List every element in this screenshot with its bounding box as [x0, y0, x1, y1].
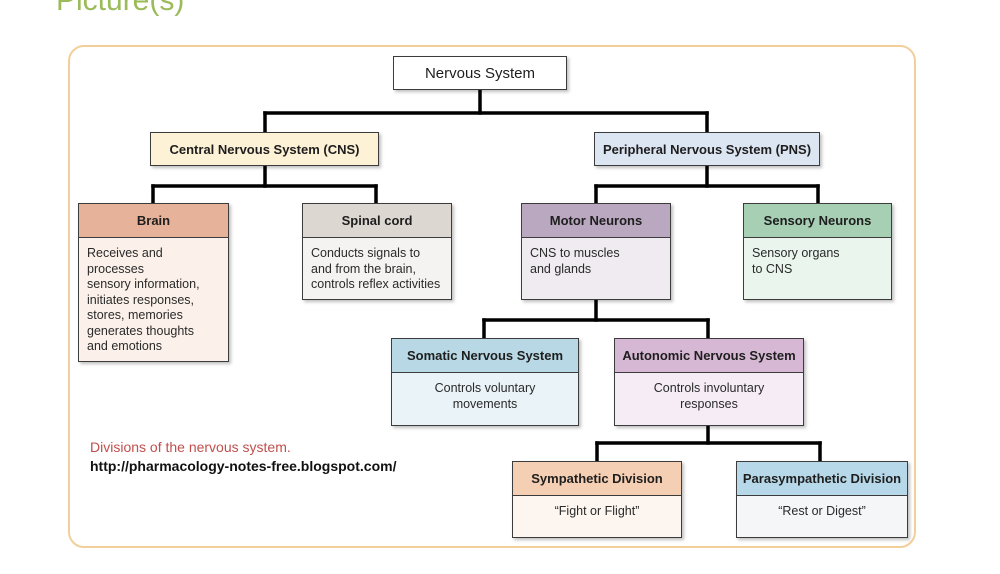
node-motor-neurons-title: Motor Neurons	[522, 204, 670, 238]
node-brain-description: Receives and processes sensory informati…	[87, 246, 200, 353]
node-pns: Peripheral Nervous System (PNS)	[594, 132, 820, 166]
node-parasympathetic-description: “Rest or Digest”	[778, 504, 866, 518]
node-somatic: Somatic Nervous System Controls voluntar…	[391, 338, 579, 426]
node-spinal-cord: Spinal cord Conducts signals to and from…	[302, 203, 452, 300]
node-sympathetic-title: Sympathetic Division	[513, 462, 681, 496]
node-spinal-cord-title: Spinal cord	[303, 204, 451, 238]
node-parasympathetic: Parasympathetic Division “Rest or Digest…	[736, 461, 908, 538]
node-cns-label: Central Nervous System (CNS)	[169, 141, 360, 157]
node-pns-label: Peripheral Nervous System (PNS)	[602, 141, 812, 157]
node-sympathetic-description: “Fight or Flight”	[554, 504, 640, 518]
node-parasympathetic-title: Parasympathetic Division	[737, 462, 907, 496]
node-nervous-system: Nervous System	[393, 56, 567, 90]
node-spinal-cord-description: Conducts signals to and from the brain, …	[311, 246, 441, 291]
source-url: http://pharmacology-notes-free.blogspot.…	[90, 458, 397, 474]
node-brain: Brain Receives and processes sensory inf…	[78, 203, 229, 362]
figure-caption: Divisions of the nervous system.	[90, 439, 291, 455]
node-cns: Central Nervous System (CNS)	[150, 132, 379, 166]
node-brain-title: Brain	[79, 204, 228, 238]
page-heading: Picture(s)	[56, 0, 185, 17]
node-sensory-neurons-description: Sensory organs to CNS	[752, 246, 840, 276]
node-sympathetic: Sympathetic Division “Fight or Flight”	[512, 461, 682, 538]
node-autonomic-description: Controls involuntary responses	[653, 381, 765, 411]
node-somatic-title: Somatic Nervous System	[392, 339, 578, 373]
node-sensory-neurons: Sensory Neurons Sensory organs to CNS	[743, 203, 892, 300]
node-sensory-neurons-title: Sensory Neurons	[744, 204, 891, 238]
node-motor-neurons: Motor Neurons CNS to muscles and glands	[521, 203, 671, 300]
node-autonomic-title: Autonomic Nervous System	[615, 339, 803, 373]
node-nervous-system-label: Nervous System	[424, 64, 536, 82]
node-motor-neurons-description: CNS to muscles and glands	[530, 246, 620, 276]
node-somatic-description: Controls voluntary movements	[434, 381, 536, 411]
node-autonomic: Autonomic Nervous System Controls involu…	[614, 338, 804, 426]
